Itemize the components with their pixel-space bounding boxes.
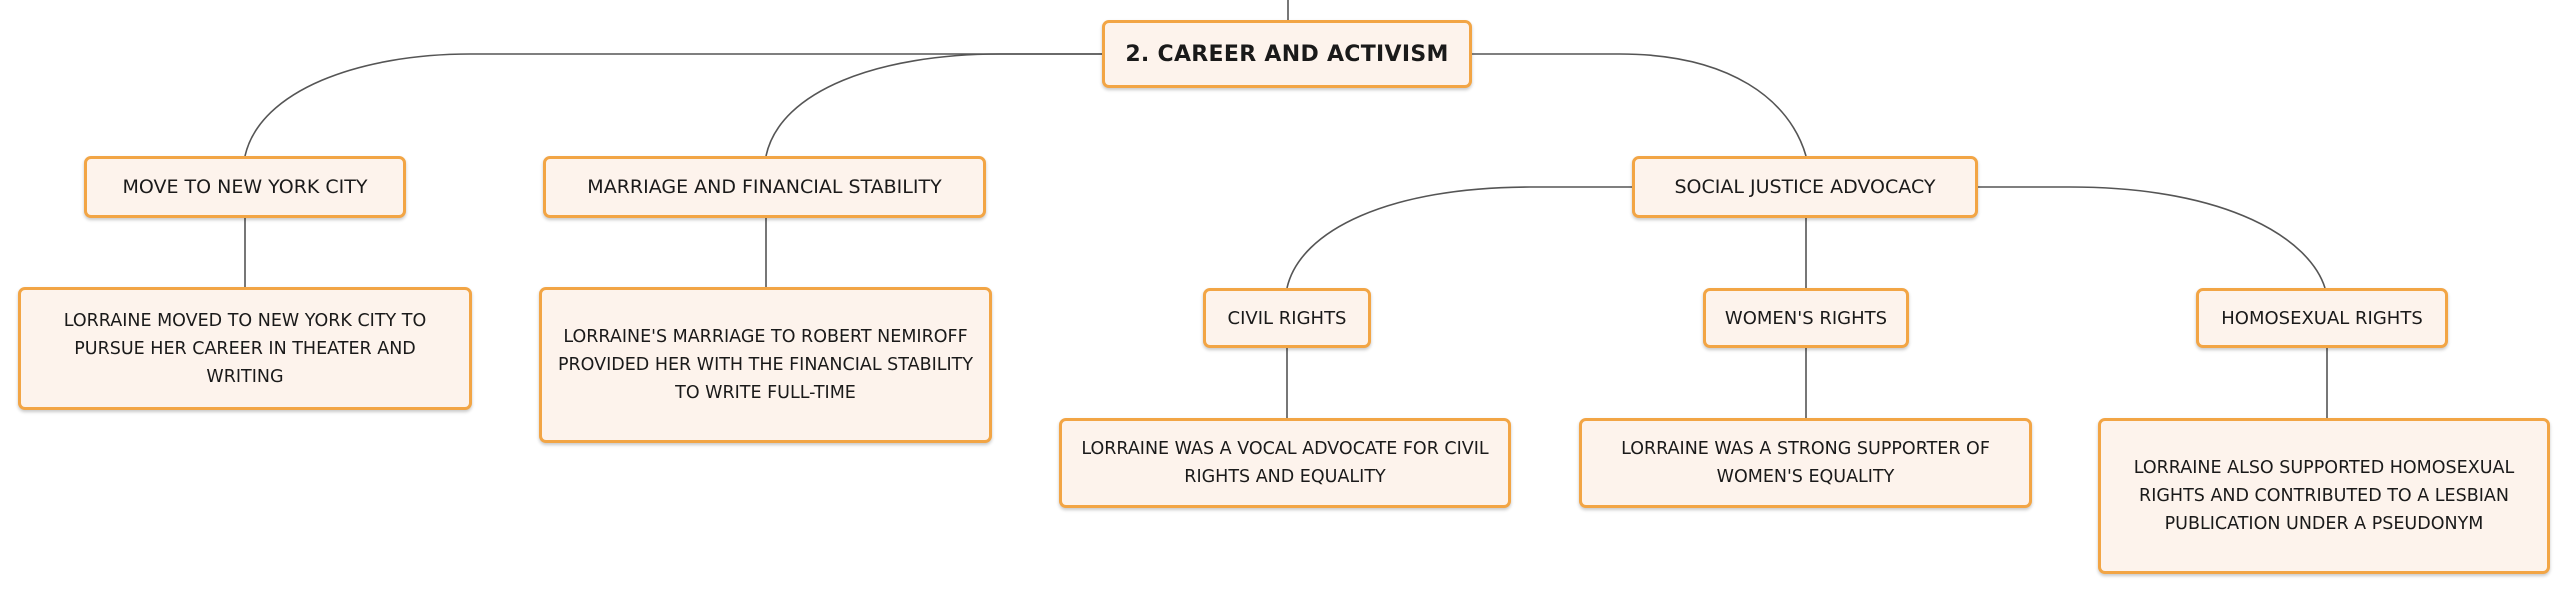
branch-node-move-to-nyc[interactable]: MOVE TO NEW YORK CITY xyxy=(84,156,406,218)
detail-node-text: LORRAINE ALSO SUPPORTED HOMOSEXUAL RIGHT… xyxy=(2133,458,2515,534)
detail-node-text: LORRAINE WAS A VOCAL ADVOCATE FOR CIVIL … xyxy=(1081,439,1489,487)
root-node-label: 2. CAREER AND ACTIVISM xyxy=(1125,41,1449,67)
detail-node-civil-rights[interactable]: LORRAINE WAS A VOCAL ADVOCATE FOR CIVIL … xyxy=(1059,418,1511,508)
connector-root-move-nyc xyxy=(244,53,1102,157)
detail-node-text: LORRAINE MOVED TO NEW YORK CITY TO PURSU… xyxy=(63,310,427,387)
child-node-label: HOMOSEXUAL RIGHTS xyxy=(2221,307,2423,329)
detail-node-womens-rights[interactable]: LORRAINE WAS A STRONG SUPPORTER OF WOMEN… xyxy=(1579,418,2032,508)
child-node-label: CIVIL RIGHTS xyxy=(1227,307,1347,329)
child-node-womens-rights[interactable]: WOMEN'S RIGHTS xyxy=(1703,288,1909,348)
branch-node-label: SOCIAL JUSTICE ADVOCACY xyxy=(1674,176,1936,198)
child-node-civil-rights[interactable]: CIVIL RIGHTS xyxy=(1203,288,1371,348)
branch-node-social-justice[interactable]: SOCIAL JUSTICE ADVOCACY xyxy=(1632,156,1978,218)
connector-root-marriage xyxy=(765,53,1102,157)
detail-node-move-to-nyc[interactable]: LORRAINE MOVED TO NEW YORK CITY TO PURSU… xyxy=(18,287,472,410)
detail-node-homosexual-rights[interactable]: LORRAINE ALSO SUPPORTED HOMOSEXUAL RIGHT… xyxy=(2098,418,2550,574)
detail-node-marriage[interactable]: LORRAINE'S MARRIAGE TO ROBERT NEMIROFF P… xyxy=(539,287,992,443)
detail-node-text: LORRAINE'S MARRIAGE TO ROBERT NEMIROFF P… xyxy=(557,327,974,403)
connector-social-civil xyxy=(1286,186,1636,289)
branch-node-label: MARRIAGE AND FINANCIAL STABILITY xyxy=(587,176,942,198)
branch-node-label: MOVE TO NEW YORK CITY xyxy=(122,176,368,198)
connector-social-homosexual xyxy=(1976,186,2326,289)
connector-root-social-justice xyxy=(1472,53,1807,157)
child-node-homosexual-rights[interactable]: HOMOSEXUAL RIGHTS xyxy=(2196,288,2448,348)
detail-node-text: LORRAINE WAS A STRONG SUPPORTER OF WOMEN… xyxy=(1621,439,1990,487)
branch-node-marriage[interactable]: MARRIAGE AND FINANCIAL STABILITY xyxy=(543,156,986,218)
root-node[interactable]: 2. CAREER AND ACTIVISM xyxy=(1102,20,1472,88)
child-node-label: WOMEN'S RIGHTS xyxy=(1724,307,1888,329)
